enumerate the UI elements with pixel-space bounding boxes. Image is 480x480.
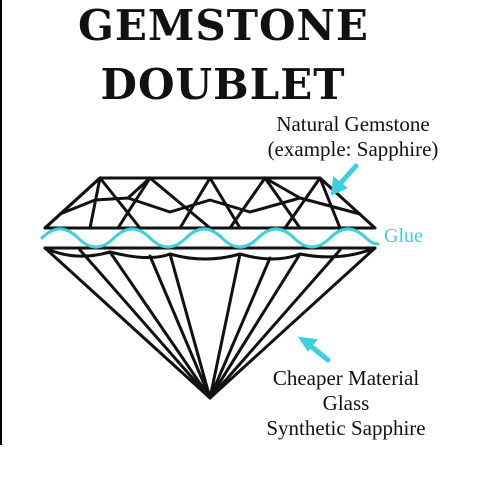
pavilion-outline xyxy=(43,246,377,400)
pavilion-facets xyxy=(43,246,377,400)
cheaper-material-line-2: Glass xyxy=(322,391,370,415)
natural-gemstone-label: Natural Gemstone (example: Sapphire) xyxy=(228,112,478,162)
cheaper-material-label: Cheaper Material Glass Synthetic Sapphir… xyxy=(236,366,456,441)
natural-gemstone-line-1: Natural Gemstone xyxy=(276,112,430,136)
crown-facets xyxy=(43,176,362,230)
cheaper-material-line-1: Cheaper Material xyxy=(272,366,420,390)
glue-line xyxy=(40,227,380,249)
title-line-1: GEMSTONE xyxy=(78,1,369,50)
arrow-icon xyxy=(297,336,331,363)
title-line-2: DOUBLET xyxy=(100,60,346,109)
natural-gemstone-line-2: (example: Sapphire) xyxy=(267,137,439,161)
left-border xyxy=(0,0,2,445)
glue-label: Glue xyxy=(384,225,423,247)
cheaper-material-line-3: Synthetic Sapphire xyxy=(266,416,426,440)
arrow-icon xyxy=(330,163,359,196)
